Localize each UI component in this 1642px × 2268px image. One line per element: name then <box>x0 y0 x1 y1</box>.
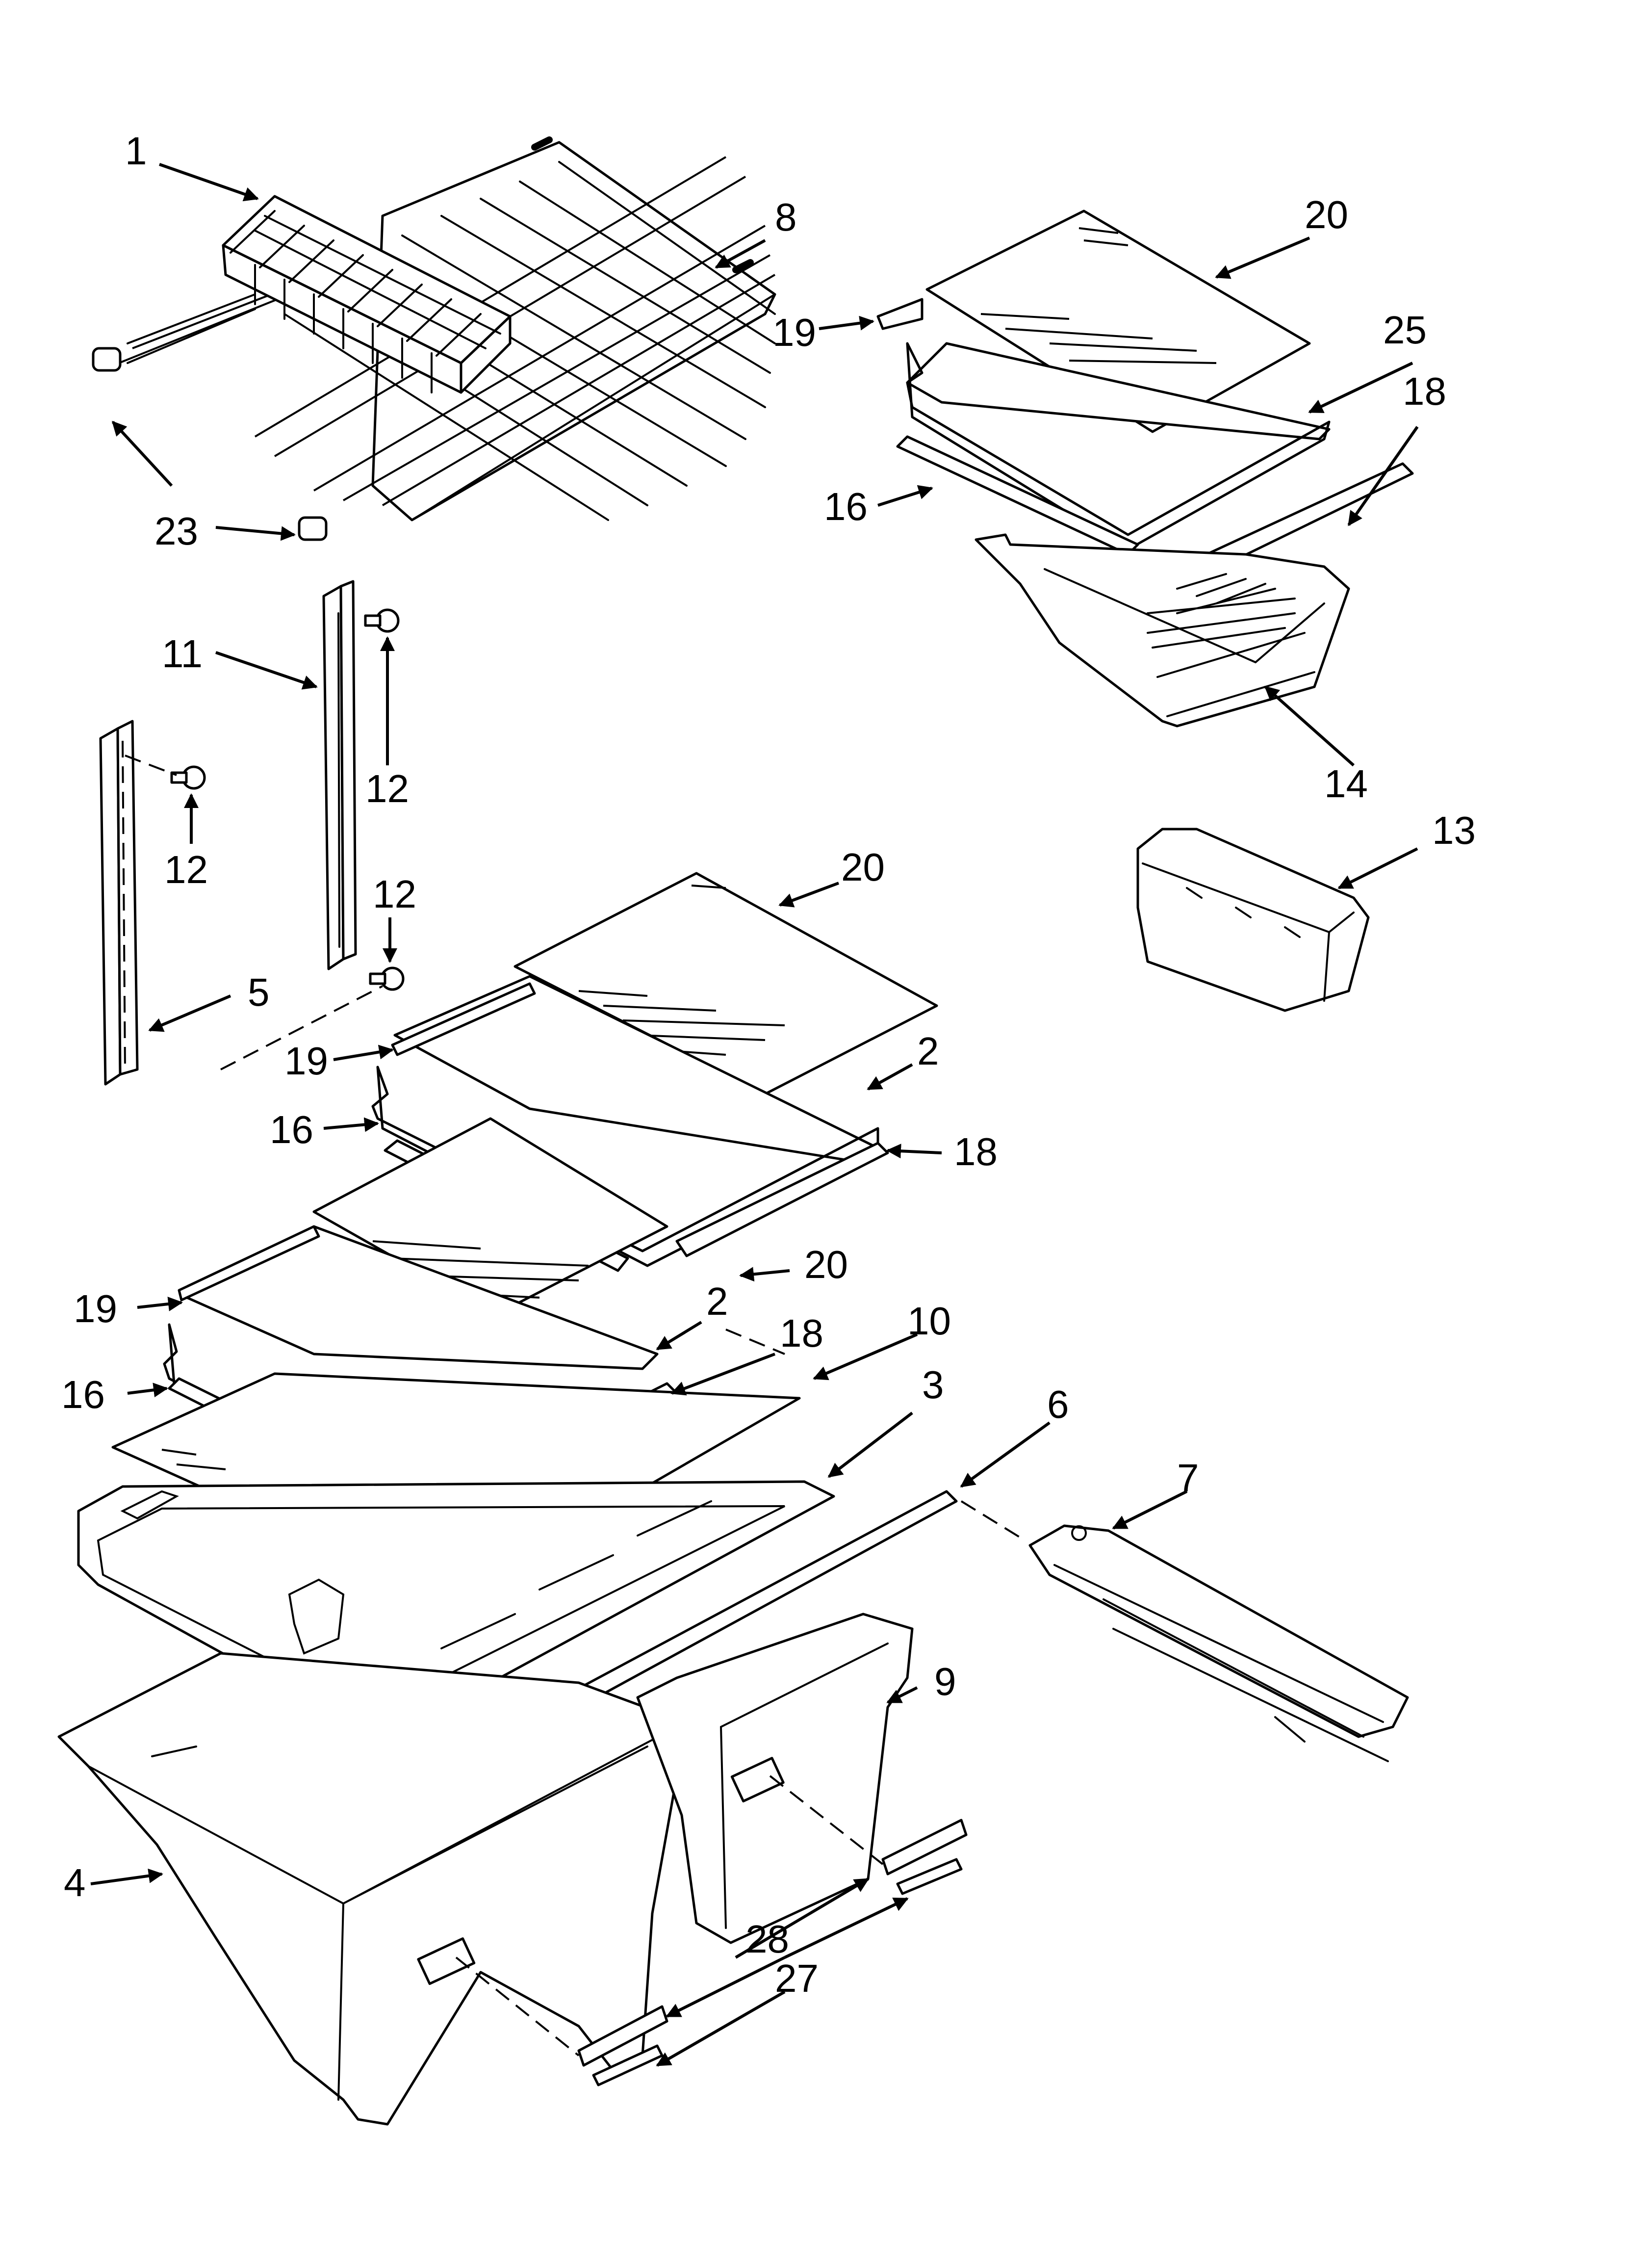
callout-10: 10 <box>907 1299 951 1343</box>
callout-19-lower: 19 <box>74 1287 117 1330</box>
callout-14: 14 <box>1324 762 1368 806</box>
leader-lines <box>90 163 1419 2067</box>
crisper-drawer-large <box>57 1652 678 2126</box>
callout-20-middle: 20 <box>841 845 885 889</box>
callout-9: 9 <box>934 1660 956 1703</box>
callout-5: 5 <box>248 970 270 1014</box>
callout-16-lower: 16 <box>61 1373 105 1416</box>
drawer-slide-7 <box>1028 1524 1409 1762</box>
crisper-drawer <box>975 533 1350 728</box>
callout-28: 28 <box>745 1917 789 1961</box>
crisper-frame <box>876 298 1331 551</box>
callout-2-lower: 2 <box>706 1279 728 1323</box>
crisper-clip-left <box>876 298 924 330</box>
shelf-end-cap-left <box>92 347 122 372</box>
front-trim-19 <box>391 982 536 1056</box>
callout-20-lower: 20 <box>804 1243 848 1286</box>
callout-18-top: 18 <box>1403 369 1446 413</box>
ice-tray <box>222 195 512 394</box>
crisper-trim-strips <box>896 435 1414 571</box>
crisper-drawer-small <box>636 1613 914 1944</box>
callout-labels: 1 8 23 11 12 12 12 5 20 19 25 18 16 14 1… <box>61 129 1476 2000</box>
callout-8: 8 <box>775 195 797 239</box>
callout-2-middle: 2 <box>917 1029 939 1073</box>
callout-19-middle: 19 <box>284 1039 328 1083</box>
small-bin <box>1136 828 1370 1012</box>
callout-3: 3 <box>922 1363 944 1407</box>
callout-20-top: 20 <box>1305 193 1348 236</box>
drawer-handle-label-left <box>417 1937 476 1985</box>
wire-shelf <box>92 136 776 541</box>
callout-7: 7 <box>1177 1456 1199 1500</box>
ladder-bracket-right <box>322 580 357 970</box>
callout-27: 27 <box>775 1956 819 2000</box>
callout-18-lower: 18 <box>780 1311 823 1355</box>
callout-25: 25 <box>1383 308 1427 352</box>
callout-16-top: 16 <box>824 485 868 528</box>
callout-12-left: 12 <box>164 848 208 891</box>
drawer-labels <box>220 985 1026 2086</box>
callout-4: 4 <box>64 1861 86 1904</box>
ladder-bracket-left <box>99 720 139 1086</box>
callout-19-top: 19 <box>772 311 816 354</box>
callout-12-bottom: 12 <box>373 872 416 916</box>
callout-1: 1 <box>125 129 147 173</box>
callout-12-top: 12 <box>365 767 409 810</box>
screws <box>125 608 405 991</box>
callout-23: 23 <box>154 509 198 553</box>
callout-16-middle: 16 <box>270 1108 313 1151</box>
callout-11: 11 <box>162 632 203 676</box>
drawer-handle-label-right <box>730 1757 785 1802</box>
shelf-end-cap-right <box>298 516 328 541</box>
callout-6: 6 <box>1047 1382 1069 1426</box>
callout-18-middle: 18 <box>954 1130 998 1173</box>
callout-13: 13 <box>1432 808 1476 852</box>
